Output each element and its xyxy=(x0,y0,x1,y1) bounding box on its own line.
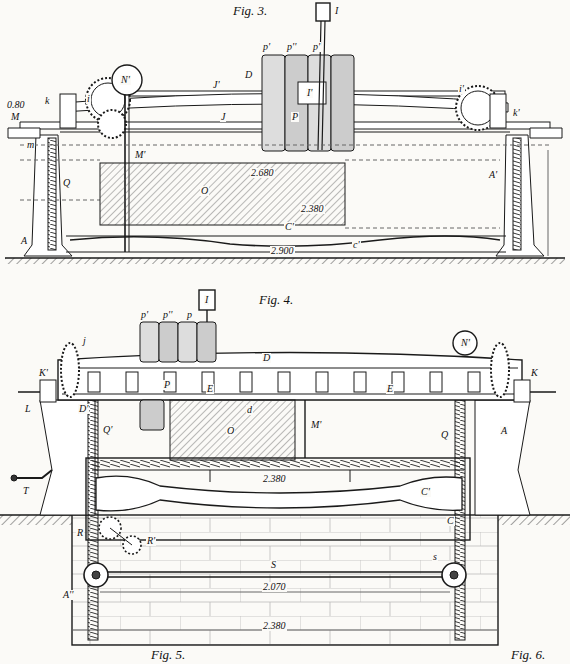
callout-letter: D xyxy=(262,353,271,363)
callout-letter: M' xyxy=(134,150,146,160)
callout-letter: p' xyxy=(140,310,149,320)
callout-letter: p' xyxy=(262,42,271,52)
callout-letter: K' xyxy=(38,368,49,378)
callout-letter: L xyxy=(24,404,32,414)
callout-letter: R xyxy=(76,528,84,538)
clamp xyxy=(468,372,480,392)
callout-letter: m xyxy=(26,140,35,150)
callout-letter: s xyxy=(432,552,438,562)
callout-letter: E xyxy=(386,384,394,394)
callout-letter: d xyxy=(246,405,253,415)
callout-letter: 2.380 xyxy=(262,621,287,631)
callout-letter: E xyxy=(206,384,214,394)
callout-letter: I xyxy=(334,6,339,16)
callout-letter: M xyxy=(10,112,20,122)
callout-letter: P xyxy=(163,380,171,390)
callout-letter: p'' xyxy=(162,310,173,320)
clamp xyxy=(278,372,290,392)
callout-letter: 2.680 xyxy=(250,168,275,178)
callout-letter: k xyxy=(44,96,50,106)
callout-letter: T xyxy=(22,486,30,496)
callout-letter: Q xyxy=(62,178,71,188)
figure-title: Fig. 6. xyxy=(510,648,546,661)
callout-letter: A' xyxy=(488,170,498,180)
figure-title: Fig. 5. xyxy=(150,648,186,661)
callout-letter: C' xyxy=(420,487,431,497)
callout-letter: 2.380 xyxy=(300,204,325,214)
callout-letter: C' xyxy=(284,222,295,232)
clamp xyxy=(126,372,138,392)
clamp xyxy=(240,372,252,392)
fig3-drawing xyxy=(5,3,565,264)
fig4-drawing xyxy=(0,290,570,645)
callout-letter: i' xyxy=(458,84,465,94)
callout-letter: j xyxy=(82,336,87,346)
callout-letter: O xyxy=(226,426,235,436)
figure-title: Fig. 4. xyxy=(258,293,294,306)
callout-letter: D xyxy=(244,70,253,80)
callout-letter: I xyxy=(204,295,209,305)
callout-letter: N' xyxy=(120,75,131,85)
callout-letter: A'' xyxy=(62,590,74,600)
clamp xyxy=(316,372,328,392)
callout-letter: p xyxy=(186,310,193,320)
callout-letter: R' xyxy=(146,536,156,546)
callout-letter: k' xyxy=(512,108,521,118)
callout-letter: 0.80 xyxy=(6,100,26,110)
callout-letter: A xyxy=(500,426,508,436)
callout-letter: i xyxy=(86,94,91,104)
callout-letter: Q xyxy=(440,430,449,440)
callout-letter: p' xyxy=(312,42,321,52)
callout-letter: I' xyxy=(306,88,313,98)
callout-letter: D' xyxy=(78,404,89,414)
callout-letter: 2.380 xyxy=(262,474,287,484)
callout-letter: O xyxy=(200,186,209,196)
callout-letter: 2.070 xyxy=(262,582,287,592)
clamp xyxy=(430,372,442,392)
clamp xyxy=(354,372,366,392)
callout-letter: A xyxy=(20,236,28,246)
callout-letter: M' xyxy=(310,420,322,430)
callout-letter: S xyxy=(270,560,277,570)
clamp xyxy=(164,372,176,392)
callout-letter: J xyxy=(220,112,226,122)
callout-letter: C xyxy=(446,516,455,526)
callout-letter: N' xyxy=(460,338,471,348)
callout-letter: p'' xyxy=(286,42,297,52)
callout-letter: Q' xyxy=(102,425,113,435)
callout-letter: J' xyxy=(212,80,221,90)
figure-title: Fig. 3. xyxy=(232,4,268,17)
clamp xyxy=(88,372,100,392)
callout-letter: P xyxy=(291,112,299,122)
callout-letter: K xyxy=(530,368,539,378)
callout-letter: c' xyxy=(352,240,361,250)
callout-letter: 2.900 xyxy=(270,246,295,256)
